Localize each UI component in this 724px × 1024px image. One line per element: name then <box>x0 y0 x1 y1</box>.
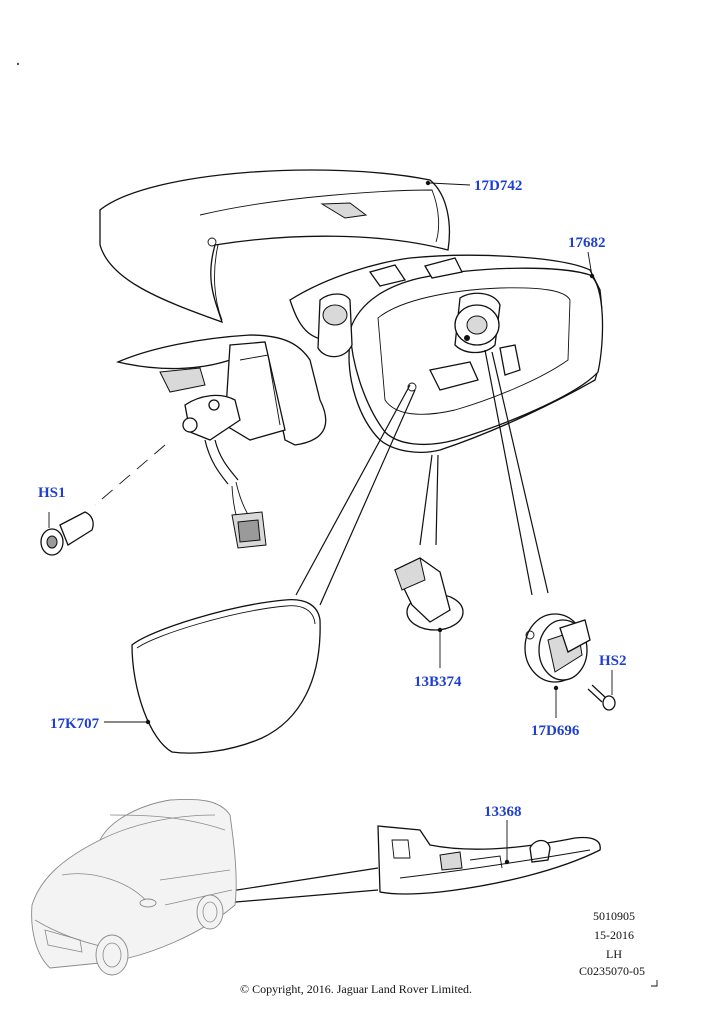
leader-lines <box>94 182 593 606</box>
car-illustration <box>31 798 237 976</box>
label-mirror-housing: 17682 <box>568 235 606 251</box>
screw-hs1-part <box>40 511 94 556</box>
mirror-glass-part <box>104 599 321 754</box>
motor-part <box>524 613 591 718</box>
info-line-3: LH <box>606 947 622 961</box>
info-line-4: C0235070-05 <box>579 964 645 978</box>
corner-marks <box>16 62 658 987</box>
info-line-2: 15-2016 <box>594 928 634 942</box>
label-indicator: 13368 <box>484 804 522 820</box>
label-screw-hs1: HS1 <box>38 485 66 501</box>
copyright-text: © Copyright, 2016. Jaguar Land Rover Lim… <box>240 982 472 996</box>
label-screw-hs2: HS2 <box>599 653 627 669</box>
puddle-lamp-part <box>394 557 464 668</box>
label-motor: 17D696 <box>531 723 580 739</box>
label-mirror-cap: 17D742 <box>474 178 522 194</box>
label-puddle-lamp: 13B374 <box>414 674 462 690</box>
info-line-1: 5010905 <box>593 909 635 923</box>
label-glass: 17K707 <box>50 716 100 732</box>
screw-hs2-part <box>587 670 616 711</box>
mirror-housing-part <box>289 254 604 453</box>
mirror-base-part <box>115 334 327 549</box>
mirror-cap-part <box>99 169 451 324</box>
